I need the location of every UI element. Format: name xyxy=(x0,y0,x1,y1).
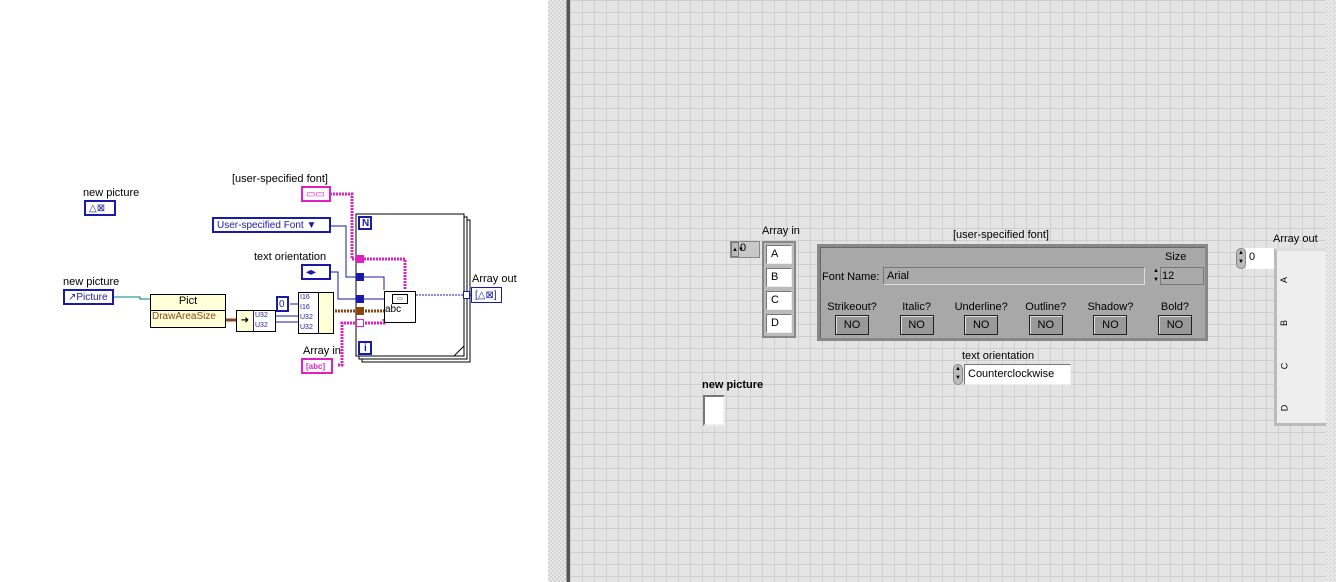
array-in-label: Array in xyxy=(303,345,341,357)
property-node[interactable]: Pict DrawAreaSize xyxy=(150,294,226,328)
array-in-element[interactable]: B xyxy=(766,268,792,287)
picture-constant-text: Picture xyxy=(76,291,108,303)
u32-b: U32 xyxy=(255,322,268,329)
array-out-label: Array out xyxy=(472,273,517,285)
new-picture-indicator xyxy=(703,395,725,426)
underline-label: Underline? xyxy=(954,301,1008,313)
array-out-label: Array out xyxy=(1273,233,1318,245)
new-picture-label: new picture xyxy=(702,379,764,391)
array-in-element[interactable]: A xyxy=(766,245,792,264)
array-out-terminal[interactable]: [△⊠] xyxy=(471,287,502,303)
u32-a: U32 xyxy=(255,312,268,319)
index-spinner-icon[interactable]: ▲▼ xyxy=(731,242,744,257)
loop-index-terminal: i xyxy=(358,341,372,355)
array-in-label: Array in xyxy=(762,225,800,237)
tunnel-enum xyxy=(356,273,364,281)
array-in-index[interactable]: ▲▼ 0 xyxy=(730,241,760,258)
draw-text-subvi[interactable]: ▭ abc xyxy=(384,291,416,323)
array-out-index-value: 0 xyxy=(1246,248,1274,269)
toggle-shadow: Shadow? NO xyxy=(1080,301,1140,335)
text-orientation-label: text orientation xyxy=(962,350,1035,362)
tunnel-orientation xyxy=(356,295,364,303)
splitter-bar[interactable] xyxy=(566,0,570,582)
new-picture-label-2: new picture xyxy=(63,276,120,288)
ring-spinner-icon[interactable]: ▲▼ xyxy=(953,364,963,385)
picture-icon: ▭ xyxy=(392,294,408,304)
size-control[interactable]: ▲▼ 12 xyxy=(1152,267,1204,285)
strikeout-button[interactable]: NO xyxy=(835,315,869,335)
unbundle-outputs: U32 U32 xyxy=(253,311,275,331)
array-in-element[interactable]: D xyxy=(766,314,792,333)
array-out-element: C xyxy=(1279,362,1290,370)
toggle-bold: Bold? NO xyxy=(1145,301,1205,335)
font-cluster-label: [user-specified font] xyxy=(953,229,1049,241)
outline-button[interactable]: NO xyxy=(1028,315,1063,335)
text-orientation-terminal[interactable]: ◂▸ xyxy=(301,264,331,280)
bold-button[interactable]: NO xyxy=(1157,315,1192,335)
toggle-italic: Italic? NO xyxy=(887,301,947,335)
italic-button[interactable]: NO xyxy=(899,315,934,335)
array-out-indicator: A B C D xyxy=(1274,248,1326,426)
font-name-field[interactable]: Arial xyxy=(883,267,1145,285)
outline-label: Outline? xyxy=(1025,301,1067,313)
strikeout-label: Strikeout? xyxy=(827,301,877,313)
loop-count-terminal[interactable]: N xyxy=(358,216,372,230)
bundle-inputs: I16 I16 U32 U32 xyxy=(299,293,319,333)
array-out-element: D xyxy=(1279,404,1290,412)
zero-constant[interactable]: 0 xyxy=(276,296,289,312)
tunnel-font xyxy=(356,255,364,263)
right-scrollbar[interactable] xyxy=(1326,0,1336,582)
underline-button[interactable]: NO xyxy=(964,315,999,335)
font-enum-value: User-specified Font xyxy=(217,219,304,231)
text-orientation-label: text orientation xyxy=(254,251,327,263)
block-diagram[interactable]: new picture △⊠ [user-specified font] ▭▭ … xyxy=(0,0,548,582)
user-font-label: [user-specified font] xyxy=(232,173,328,185)
front-panel[interactable]: Array in ▲▼ 0 A B C D [user-specified fo… xyxy=(570,0,1326,582)
array-in-terminal[interactable]: [abc] xyxy=(301,358,333,374)
array-in-element[interactable]: C xyxy=(766,291,792,310)
new-picture-label: new picture xyxy=(83,187,140,199)
font-toggles: Strikeout? NO Italic? NO Underline? NO Outl… xyxy=(820,301,1205,335)
index-spinner-icon[interactable]: ▲▼ xyxy=(1236,248,1246,269)
array-out-element: B xyxy=(1279,319,1290,327)
array-in-index-value: 0 xyxy=(740,242,747,254)
u32-d: U32 xyxy=(300,324,313,331)
array-out-element: A xyxy=(1279,276,1290,284)
toggle-outline: Outline? NO xyxy=(1016,301,1076,335)
italic-label: Italic? xyxy=(902,301,931,313)
property-node-class: Pict xyxy=(151,295,225,311)
i16-a: I16 xyxy=(300,294,310,301)
tunnel-array-in xyxy=(356,319,364,327)
toggle-underline: Underline? NO xyxy=(951,301,1011,335)
tunnel-array-out xyxy=(463,291,470,299)
subvi-text: abc xyxy=(385,304,402,315)
shadow-label: Shadow? xyxy=(1087,301,1134,313)
unbundle-node[interactable]: ➜ U32 U32 xyxy=(236,310,276,332)
wire-picture xyxy=(113,296,150,300)
font-enum-constant[interactable]: User-specified Font ▼ xyxy=(212,217,331,233)
wires xyxy=(113,192,472,367)
size-value[interactable]: 12 xyxy=(1160,267,1204,285)
size-spinner-icon[interactable]: ▲▼ xyxy=(1152,267,1160,285)
window-splitter[interactable] xyxy=(548,0,566,582)
picture-reference-constant[interactable]: ↗Picture xyxy=(63,289,114,305)
toggle-strikeout: Strikeout? NO xyxy=(822,301,882,335)
text-orientation-ring[interactable]: ▲▼ Counterclockwise xyxy=(953,364,1071,385)
size-label: Size xyxy=(1165,251,1187,263)
user-font-terminal[interactable]: ▭▭ xyxy=(301,186,331,202)
text-orientation-value: Counterclockwise xyxy=(964,364,1071,385)
bold-label: Bold? xyxy=(1160,301,1190,313)
property-draw-area-size: DrawAreaSize xyxy=(152,311,216,322)
unbundle-arrow-icon: ➜ xyxy=(240,315,250,326)
shadow-button[interactable]: NO xyxy=(1093,315,1128,335)
array-out-index[interactable]: ▲▼ 0 xyxy=(1236,248,1274,269)
font-name-label: Font Name: xyxy=(822,271,880,283)
i16-b: I16 xyxy=(300,304,310,311)
array-in-control: A B C D xyxy=(762,241,796,338)
u32-c: U32 xyxy=(300,314,313,321)
tunnel-size xyxy=(356,307,364,315)
new-picture-indicator-terminal[interactable]: △⊠ xyxy=(84,200,116,216)
font-cluster: Size Font Name: Arial ▲▼ 12 Strikeout? NO… xyxy=(817,244,1208,341)
bundle-node[interactable]: I16 I16 U32 U32 xyxy=(298,292,334,334)
